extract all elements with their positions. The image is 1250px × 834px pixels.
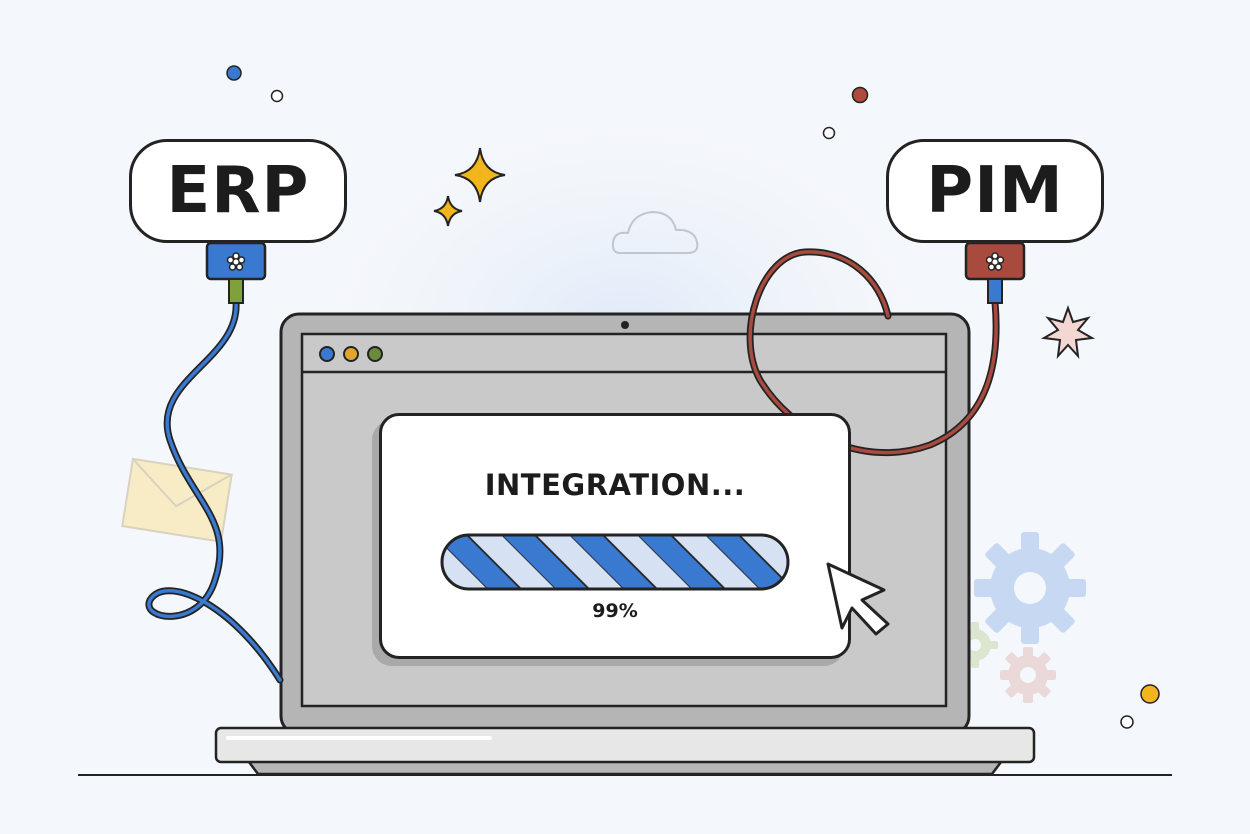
flower-icon <box>985 252 1005 271</box>
decor-dot <box>822 126 836 140</box>
progress-fill <box>442 535 785 589</box>
dialog-title: INTEGRATION... <box>484 468 746 502</box>
laptop-base <box>214 726 1036 764</box>
progress-percent: 99% <box>592 600 638 622</box>
starburst-icon <box>1040 305 1096 360</box>
decor-dot <box>851 86 869 104</box>
decor-dot <box>270 89 284 103</box>
cloud-icon <box>611 210 699 254</box>
camera <box>621 321 629 329</box>
flower-icon <box>226 252 246 271</box>
window-dot-yellow[interactable] <box>343 346 359 362</box>
progress-bar <box>440 533 790 591</box>
gear-icon <box>952 532 1086 703</box>
decor-dot <box>1120 715 1134 729</box>
pim-label: PIM <box>886 139 1104 243</box>
sparkle-icon <box>433 147 506 227</box>
decor-dot <box>226 65 242 81</box>
decor-dot <box>1140 684 1160 704</box>
cursor-icon <box>826 562 890 636</box>
pim-plug <box>964 241 1026 304</box>
integration-dialog: INTEGRATION... 99% <box>379 413 851 659</box>
window-dot-blue[interactable] <box>319 346 335 362</box>
envelope-icon <box>121 457 233 543</box>
erp-label: ERP <box>129 139 347 243</box>
window-dot-green[interactable] <box>367 346 383 362</box>
erp-plug <box>205 241 267 304</box>
